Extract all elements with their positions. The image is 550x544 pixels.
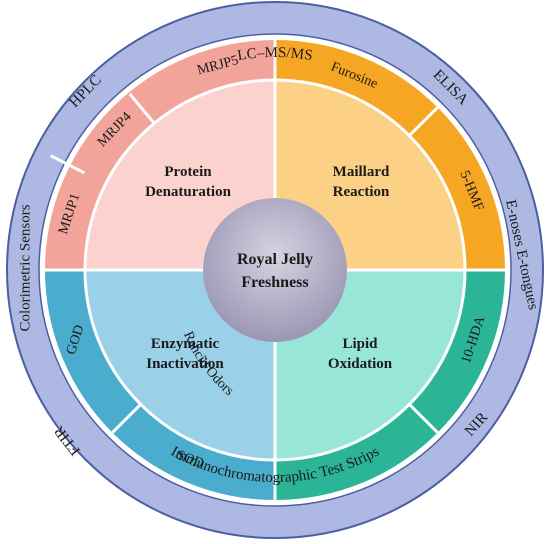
center-title-line1: Royal Jelly	[237, 251, 313, 268]
protein-label-line2: Denaturation	[145, 184, 231, 200]
lipid-label-line1: Lipid	[342, 336, 378, 352]
center-title-line2: Freshness	[241, 274, 308, 291]
enzymatic-label-line1: Enzymatic	[151, 336, 220, 352]
lipid-label-line2: Oxidation	[328, 356, 393, 372]
maillard-label-line2: Reaction	[333, 184, 390, 200]
enzymatic-label-line2: Inactivation	[146, 356, 224, 372]
method-lcms: LC–MS/MS	[236, 45, 313, 64]
method-colorimetric: Colorimetric Sensors	[17, 204, 33, 331]
maillard-label-line1: Maillard	[333, 164, 390, 180]
protein-label-line1: Protein	[164, 164, 212, 180]
center-circle	[203, 198, 347, 342]
